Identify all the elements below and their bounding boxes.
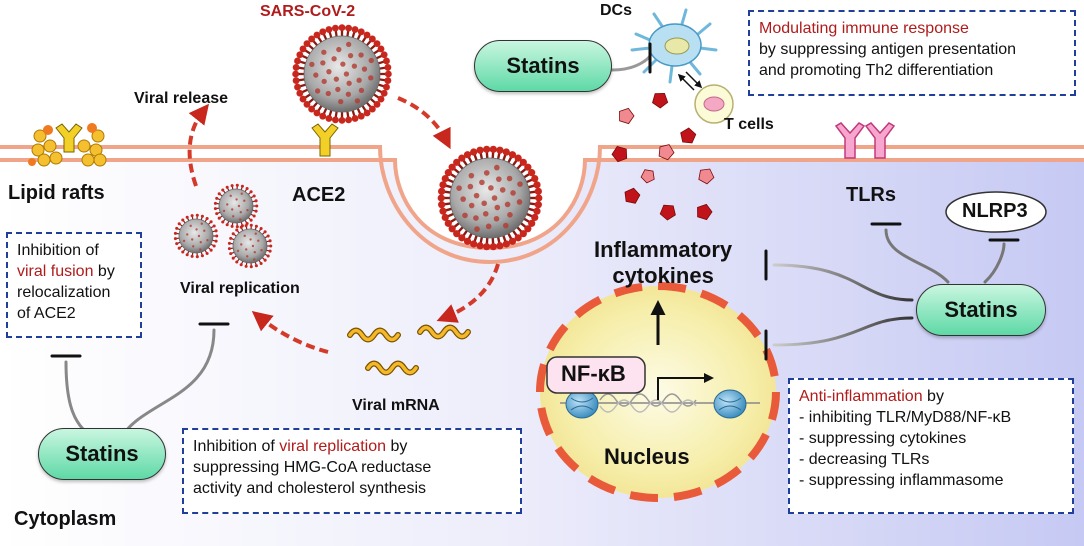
inflammatory-line2: cytokines [612, 263, 714, 288]
sars-cov-2-virus-icon [292, 24, 392, 124]
statin-inhibition-lines [50, 42, 1020, 442]
sars-cov-2-label: SARS-CoV-2 [260, 3, 356, 20]
viral-replication-label: Viral replication [180, 280, 300, 297]
t-cell-icon [694, 84, 734, 124]
nlrp3-label: NLRP3 [962, 200, 1028, 222]
t-cells-label: T cells [724, 116, 774, 133]
dendritic-cell-icon [630, 8, 718, 84]
nlrp3-oval [945, 191, 1047, 233]
statins-left-label: Statins [65, 441, 139, 466]
immune-response-box: Modulating immune response by suppressin… [748, 10, 1076, 96]
anti-inflammation-box: Anti-inflammation by - inhibiting TLR/My… [788, 378, 1074, 514]
dc-tcell-interaction-arrows [677, 71, 703, 91]
entering-virus-icon [437, 145, 543, 251]
inflammatory-line1: Inflammatory [594, 237, 733, 262]
fusion-line2: viral fusion by [17, 261, 131, 282]
tlrs-label: TLRs [846, 184, 896, 206]
cytokine-icons [611, 92, 715, 221]
replication-line1: Inhibition of viral replication by [193, 436, 511, 457]
fusion-line4: of ACE2 [17, 305, 76, 322]
replication-line3: activity and cholesterol synthesis [193, 480, 426, 497]
viral-lifecycle-arrows [187, 96, 500, 354]
lipid-raft-icon [28, 123, 107, 167]
statins-top-label: Statins [506, 53, 580, 78]
viral-replication-box: Inhibition of viral replication by suppr… [182, 428, 522, 514]
released-virus-icon [173, 183, 273, 269]
inflammatory-cytokines-label: Inflammatory cytokines [594, 237, 732, 289]
replication-suffix: by [386, 438, 408, 455]
ace2-receptor-icon [311, 123, 339, 157]
fusion-highlight: viral fusion [17, 263, 94, 280]
anti-line1: Anti-inflammation by [799, 386, 1063, 407]
cytoplasm-label: Cytoplasm [14, 508, 117, 530]
viral-fusion-box: Inhibition of viral fusion by relocaliza… [6, 232, 142, 338]
fusion-line2-rest: by [93, 263, 115, 280]
tlr-receptor-icon [834, 122, 896, 159]
fusion-line3: relocalization [17, 284, 111, 301]
anti-item: - suppressing inflammasome [799, 472, 1004, 489]
statins-right-label: Statins [944, 297, 1018, 322]
dna-icon [560, 389, 760, 419]
immune-highlight: Modulating immune response [759, 20, 969, 37]
anti-item: - suppressing cytokines [799, 430, 967, 447]
statins-left-pill: Statins [38, 428, 166, 480]
anti-item: - inhibiting TLR/MyD88/NF-κB [799, 409, 1012, 426]
fusion-line1: Inhibition of [17, 242, 99, 259]
viral-release-label: Viral release [134, 90, 229, 107]
lipid-rafts-label: Lipid rafts [8, 182, 105, 204]
transcription-arrow [657, 373, 714, 400]
anti-suffix: by [922, 388, 944, 405]
replication-highlight: viral replication [279, 438, 386, 455]
nfkb-box [546, 356, 646, 394]
anti-highlight: Anti-inflammation [799, 388, 923, 405]
replication-line2: suppressing HMG-CoA reductase [193, 459, 432, 476]
nucleus-label: Nucleus [604, 444, 690, 469]
replication-prefix: Inhibition of [193, 438, 280, 455]
nfkb-label: NF-κB [561, 361, 626, 386]
statins-top-pill: Statins [474, 40, 612, 92]
dcs-label: DCs [600, 2, 633, 19]
anti-item: - decreasing TLRs [799, 451, 930, 468]
immune-line2: by suppressing antigen presentation [759, 41, 1017, 58]
immune-line3: and promoting Th2 differentiation [759, 62, 994, 79]
statins-right-pill: Statins [916, 284, 1046, 336]
viral-mrna-label: Viral mRNA [352, 397, 440, 414]
ace2-label: ACE2 [292, 184, 346, 206]
viral-mrna-icon [347, 324, 471, 376]
